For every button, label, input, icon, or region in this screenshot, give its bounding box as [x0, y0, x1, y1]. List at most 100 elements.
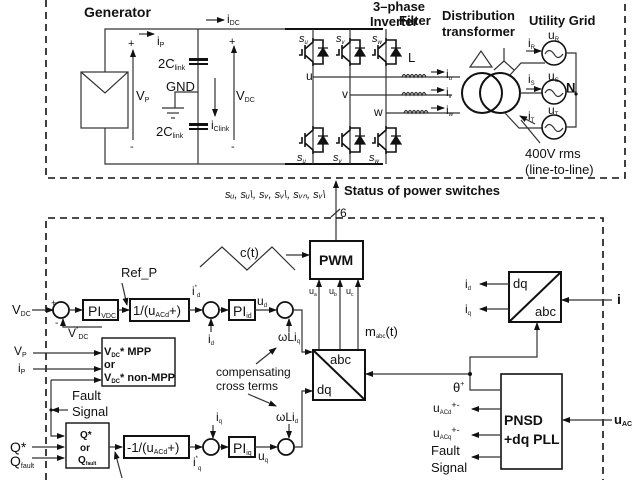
grid-source-t-icon — [541, 114, 567, 140]
bus-width-label: 6 — [340, 206, 347, 220]
igbt-w-bottom-icon — [372, 126, 403, 154]
ua-label: ua — [309, 286, 317, 298]
abc-dq-block-abc: abc — [535, 304, 556, 319]
generator-label: Generator — [84, 4, 151, 20]
abc-dq-block-dq: dq — [513, 276, 527, 291]
q-star-label: Q* — [10, 439, 27, 455]
ref-p-label: Ref_P — [121, 265, 157, 280]
ref-p-arrow — [121, 282, 129, 306]
igbt-u-top-icon — [299, 38, 330, 66]
inductor-v-icon — [401, 91, 427, 97]
fault-output-label-1: Fault — [431, 443, 460, 458]
mpp-line-2: or — [104, 359, 116, 371]
id-output-label: id — [465, 277, 471, 292]
inductor-w-icon — [403, 109, 429, 115]
transformer-icon — [461, 48, 521, 114]
inverter-label-2: Inverter — [370, 14, 418, 29]
inverter-rails — [285, 28, 383, 165]
uacd-output-label: uACd+- — [433, 400, 460, 416]
q-box-line-1: Q* — [80, 430, 92, 441]
sum-vdc-plus: + — [51, 298, 56, 308]
vp-minus: - — [130, 141, 134, 153]
node-v: v — [342, 87, 348, 101]
vp-plus: + — [128, 38, 134, 50]
pi-id-label: PIid — [233, 303, 252, 320]
control-boundary — [45, 217, 604, 480]
carrier-waveform-icon — [199, 246, 296, 271]
switch-label-sw: sw — [372, 33, 383, 46]
gnd-label: GND — [166, 79, 195, 94]
comp-label-1: compensating — [216, 365, 291, 379]
ur-label: uR — [548, 28, 560, 43]
i-input-label: i — [617, 291, 621, 307]
iu-label: iu — [446, 67, 452, 82]
ip-input-label: iP — [18, 361, 26, 376]
delta-icon — [468, 49, 494, 68]
iv-label: iv — [446, 85, 452, 100]
pll-label-2: +dq PLL — [504, 431, 560, 447]
iq-feedback-label: iq — [216, 410, 222, 425]
switch-status-interface: sᵤ, sᵤ\, sᵥ, sᵥ\, sᵥₙ, sᵥ\ 6 Status of p… — [225, 180, 500, 241]
wliq-label: ωLiq — [278, 330, 300, 345]
mpp-line-1: VDC* MPP — [104, 346, 151, 359]
grid-label: Utility Grid — [529, 13, 596, 28]
sum-vdc-minus: - — [55, 318, 58, 329]
pi-vdc-label: PIVDC — [88, 303, 116, 320]
ut-label: uT — [548, 103, 559, 118]
dc-bus-positive — [104, 28, 288, 72]
vdc-label: VDC — [236, 88, 255, 104]
igbt-u-bottom-icon — [299, 126, 330, 154]
neutral-label: N — [566, 80, 575, 95]
vp-input-label: VP — [14, 344, 27, 359]
igbt-v-bottom-icon — [336, 126, 367, 154]
vdc-input-label: VDC — [12, 302, 31, 318]
uacq-output-label: uACq+- — [433, 425, 460, 441]
ip-label: iP — [157, 34, 165, 49]
switch-label-sv: sv — [336, 33, 346, 46]
ub-label: ub — [329, 286, 337, 298]
vdc-minus: - — [231, 141, 235, 153]
dq-abc-block-dq: dq — [317, 382, 331, 397]
cap-bottom-label: 2Clink — [156, 124, 184, 140]
pwm-label: PWM — [319, 252, 353, 268]
switch-label-sw-bar: sw — [369, 152, 380, 165]
grid-source-r-icon — [541, 40, 567, 66]
voltage-note-1: 400V rms — [525, 146, 581, 161]
fault-label-2: Signal — [72, 404, 108, 419]
switch-label-su-bar: su — [297, 152, 307, 165]
switch-label-sv-bar: sv — [333, 152, 343, 165]
theta-label: θ+ — [453, 380, 464, 395]
vdc-plus: + — [229, 36, 235, 48]
uc-label: uc — [346, 286, 354, 298]
power-stage: Generator 3–phase Inverter Filter Distri… — [45, 0, 626, 179]
transformer-label-1: Distribution — [442, 8, 515, 23]
pi-iq-label: PIiq — [233, 440, 252, 457]
sum-iq — [202, 438, 220, 456]
ground-icon — [162, 107, 184, 119]
cap-top-label: 2Clink — [158, 56, 186, 72]
sum-ud — [276, 301, 294, 319]
q-box-line-3: Qfault — [78, 455, 97, 467]
ud-label: ud — [257, 294, 267, 309]
igbt-v-top-icon — [336, 38, 367, 66]
node-u: u — [306, 69, 313, 83]
us-label: uS — [548, 69, 559, 84]
vdc-ref-label: V*DC — [68, 326, 88, 341]
node-w: w — [373, 105, 383, 119]
sum-id — [202, 301, 220, 319]
q-fault-label: Qfault — [10, 453, 34, 470]
control-section: VDC + - PIVDC Ref_P 1/(uACd+) i*d id PIi… — [10, 217, 632, 480]
capacitor-top-icon — [189, 58, 208, 65]
filter-label: Filter — [399, 13, 431, 28]
carrier-label: c(t) — [240, 245, 259, 260]
q-box-line-2: or — [80, 443, 90, 454]
dc-bus-negative — [104, 128, 288, 165]
mpp-line-3: VDC* non-MPP — [104, 372, 175, 385]
mpp-block — [101, 337, 176, 387]
iq-ref-label: i*q — [193, 455, 201, 472]
inv-uacd-label: 1/(uACd+) — [133, 303, 181, 319]
neg-inv-uacd-label: -1/(uACd+) — [127, 440, 179, 456]
wlid-label: ωLid — [276, 410, 298, 425]
uac-input-label: uAC — [614, 412, 632, 428]
